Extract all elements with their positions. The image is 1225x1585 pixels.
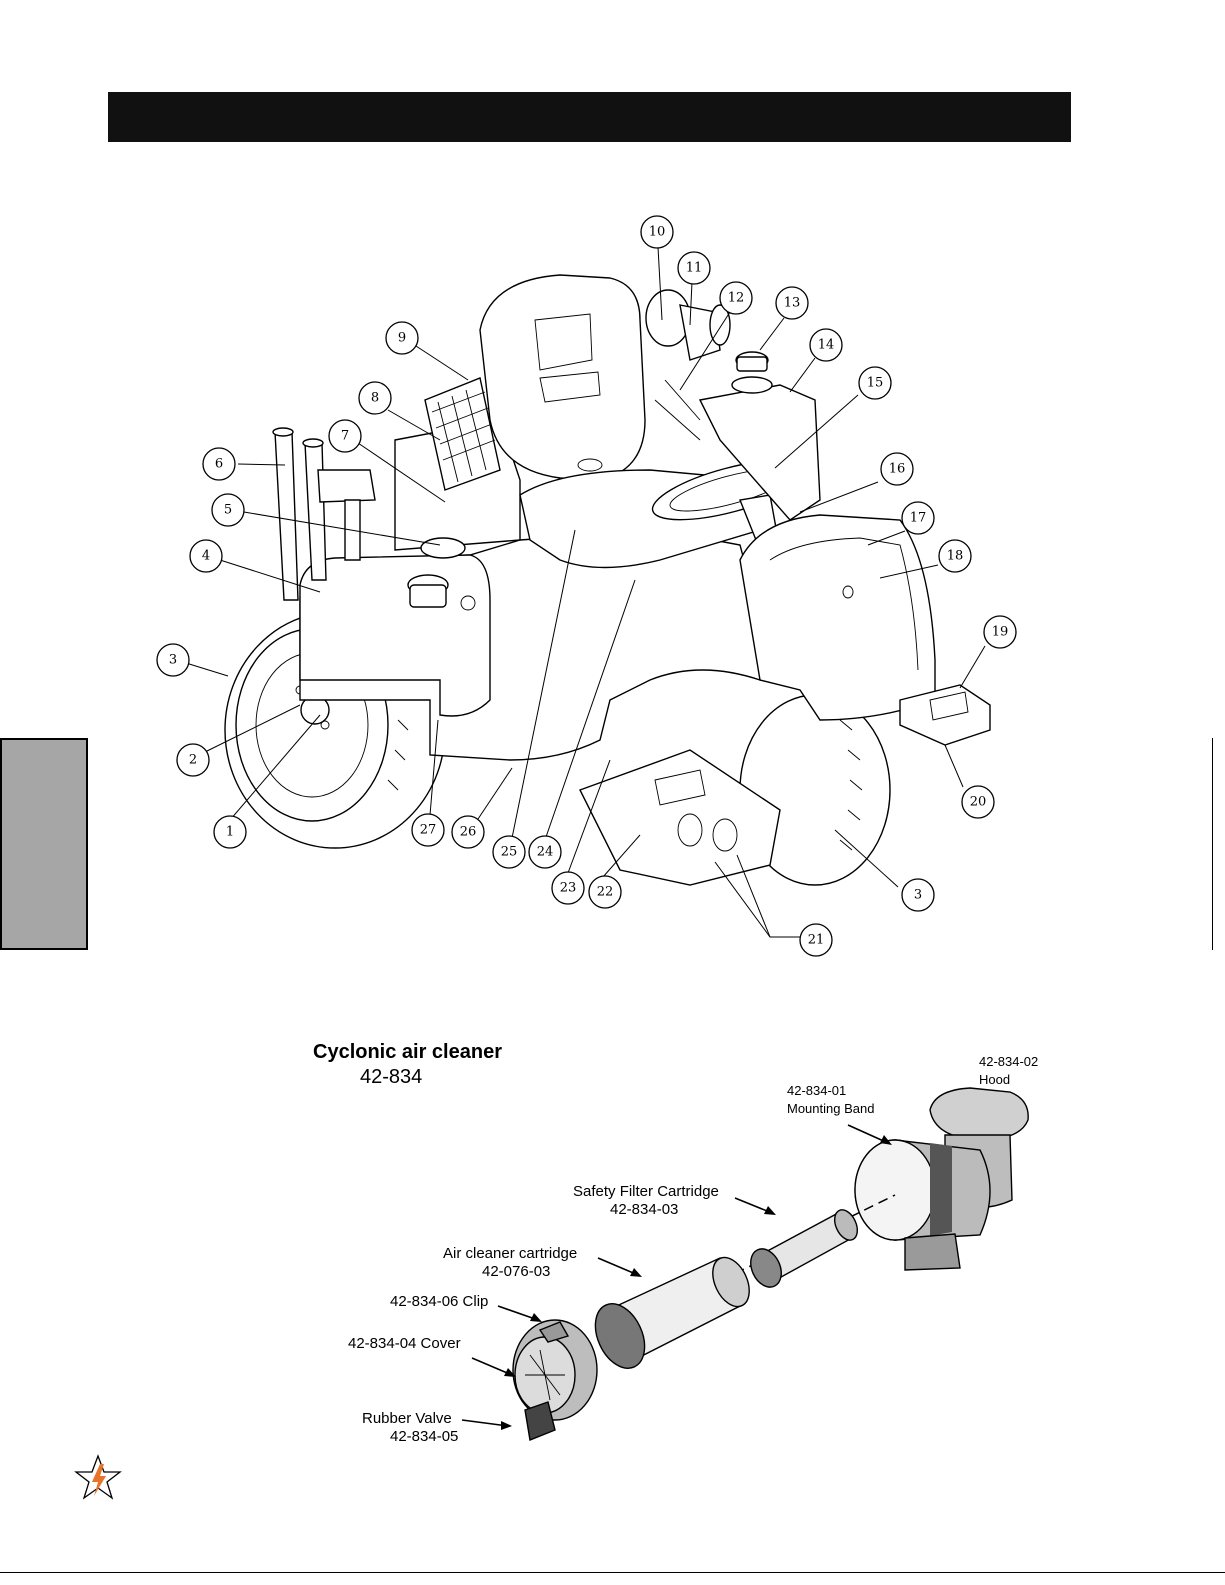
callout-6: 6: [203, 448, 235, 480]
rear-hood: [740, 515, 935, 720]
svg-text:15: 15: [867, 376, 884, 391]
band-label: Mounting Band: [787, 1101, 874, 1116]
svg-text:19: 19: [992, 625, 1009, 640]
svg-text:3: 3: [169, 653, 177, 668]
svg-text:12: 12: [728, 291, 745, 306]
svg-text:24: 24: [537, 845, 554, 860]
air-cleaner-title: Cyclonic air cleaner: [313, 1041, 502, 1063]
callout-15: 15: [859, 367, 891, 399]
air-cleaner-title-code: 42-834: [360, 1066, 422, 1088]
svg-text:11: 11: [686, 261, 703, 276]
callout-9: 9: [386, 322, 418, 354]
callout-13: 13: [776, 287, 808, 319]
callout-10: 10: [641, 216, 673, 248]
callout-21: 21: [800, 924, 832, 956]
callout-5: 5: [212, 494, 244, 526]
clip-label: 42-834-06 Clip: [390, 1293, 488, 1310]
callout-3-right: 3: [902, 879, 934, 911]
air-cleaner-cover: [513, 1320, 597, 1440]
svg-text:3: 3: [914, 888, 922, 903]
svg-text:1: 1: [226, 825, 234, 840]
safety-filter-code: 42-834-03: [610, 1201, 678, 1218]
cartridge-code: 42-076-03: [482, 1263, 550, 1280]
hood-label: Hood: [979, 1072, 1010, 1087]
callout-25: 25: [493, 836, 525, 868]
band-code: 42-834-01: [787, 1083, 846, 1098]
callout-14: 14: [810, 329, 842, 361]
valve-code: 42-834-05: [390, 1428, 458, 1445]
svg-text:9: 9: [398, 331, 406, 346]
callout-1: 1: [214, 816, 246, 848]
svg-text:21: 21: [808, 933, 825, 948]
svg-text:25: 25: [501, 845, 518, 860]
svg-text:14: 14: [818, 338, 835, 353]
svg-text:13: 13: [784, 296, 801, 311]
callout-24: 24: [529, 836, 561, 868]
air-cleaner-hood: [855, 1088, 1028, 1270]
svg-text:6: 6: [215, 457, 223, 472]
svg-text:5: 5: [224, 503, 232, 518]
callout-2: 2: [177, 744, 209, 776]
callout-17: 17: [902, 502, 934, 534]
callout-7: 7: [329, 420, 361, 452]
valve-label: Rubber Valve: [362, 1410, 452, 1427]
callout-8: 8: [359, 382, 391, 414]
callout-19: 19: [984, 616, 1016, 648]
svg-text:17: 17: [910, 511, 927, 526]
svg-text:4: 4: [202, 549, 210, 564]
callout-20: 20: [962, 786, 994, 818]
callout-26: 26: [452, 816, 484, 848]
svg-text:7: 7: [341, 429, 349, 444]
svg-text:23: 23: [560, 881, 577, 896]
cover-label: 42-834-04 Cover: [348, 1335, 461, 1352]
callout-3-left: 3: [157, 644, 189, 676]
svg-text:18: 18: [947, 549, 964, 564]
svg-text:16: 16: [889, 462, 906, 477]
air-cleaner-diagram: Cyclonic air cleaner 42-834 42-834-02 Ho…: [313, 1041, 1038, 1445]
svg-text:27: 27: [420, 823, 437, 838]
safety-filter-label: Safety Filter Cartridge: [573, 1183, 719, 1200]
svg-text:10: 10: [649, 225, 666, 240]
hood-code: 42-834-02: [979, 1054, 1038, 1069]
svg-text:20: 20: [970, 795, 987, 810]
callout-11: 11: [678, 252, 710, 284]
svg-text:2: 2: [189, 753, 197, 768]
callout-16: 16: [881, 453, 913, 485]
cartridge-label: Air cleaner cartridge: [443, 1245, 577, 1262]
svg-text:8: 8: [371, 391, 379, 406]
svg-text:26: 26: [460, 825, 477, 840]
callout-27: 27: [412, 814, 444, 846]
safety-filter-cartridge: [745, 1206, 862, 1292]
callout-12: 12: [720, 282, 752, 314]
star-logo-icon: [76, 1456, 120, 1498]
callout-18: 18: [939, 540, 971, 572]
callout-23: 23: [552, 872, 584, 904]
air-cleaner-cartridge: [586, 1252, 757, 1376]
callout-4: 4: [190, 540, 222, 572]
callout-22: 22: [589, 876, 621, 908]
svg-text:22: 22: [597, 885, 614, 900]
